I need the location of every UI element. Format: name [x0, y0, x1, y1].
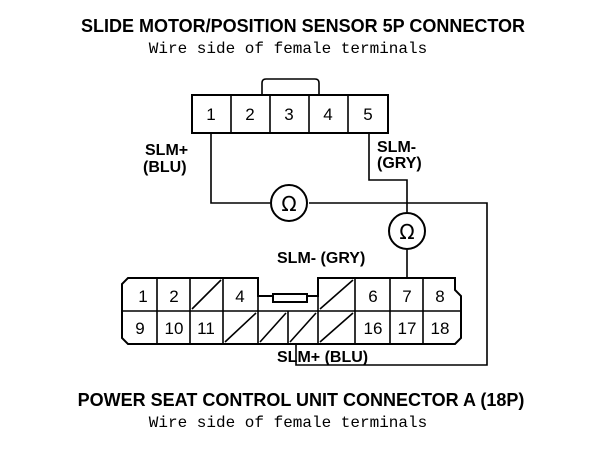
top-pin-1: 1	[206, 105, 215, 124]
bottom-pin-4: 4	[235, 287, 244, 306]
bottom-pin-7: 7	[402, 287, 411, 306]
ohmmeter-2: Ω	[388, 212, 426, 250]
bottom-connector-18p: 1 2 4 6 7 8 9 10 11 16 17 18	[121, 277, 462, 345]
ohm-symbol-2: Ω	[399, 220, 414, 244]
connector-lock-tab	[261, 78, 320, 95]
bottom-pin-9: 9	[135, 319, 144, 338]
top-pin-5: 5	[363, 105, 372, 124]
ohmmeter-icon	[388, 212, 426, 250]
bottom-pin-6: 6	[368, 287, 377, 306]
slm-plus-bottom-label: SLM+ (BLU)	[277, 349, 368, 366]
slm-plus-color-label: (BLU)	[143, 159, 187, 176]
bottom-pin-18: 18	[431, 319, 450, 338]
slm-plus-label: SLM+	[145, 142, 188, 159]
bottom-pin-1: 1	[138, 287, 147, 306]
slm-minus-label: SLM-	[377, 139, 416, 156]
bottom-pin-2: 2	[169, 287, 178, 306]
test-wires	[210, 133, 488, 366]
top-connector-subtitle: Wire side of female terminals	[149, 40, 427, 58]
bottom-pin-16: 16	[364, 319, 383, 338]
connector-body	[191, 94, 389, 134]
top-pin-3: 3	[284, 105, 293, 124]
top-pin-4: 4	[323, 105, 332, 124]
bottom-pin-17: 17	[398, 319, 417, 338]
bottom-connector-subtitle: Wire side of female terminals	[149, 414, 427, 432]
slm-minus-mid-label: SLM- (GRY)	[277, 250, 365, 267]
ohmmeter-icon	[270, 184, 308, 222]
bottom-pin-10: 10	[165, 319, 184, 338]
top-pin-2: 2	[245, 105, 254, 124]
bottom-pin-8: 8	[435, 287, 444, 306]
bottom-pin-11: 11	[197, 319, 215, 338]
connector-lock-tab	[272, 293, 308, 303]
slm-minus-color-label: (GRY)	[377, 155, 422, 172]
ohmmeter-1: Ω	[270, 184, 308, 222]
ohm-symbol-1: Ω	[281, 192, 296, 216]
top-connector-5p: 1 2 3 4 5	[191, 78, 389, 134]
bottom-connector-title: POWER SEAT CONTROL UNIT CONNECTOR A (18P…	[78, 390, 525, 410]
top-connector-title: SLIDE MOTOR/POSITION SENSOR 5P CONNECTOR	[81, 16, 525, 36]
